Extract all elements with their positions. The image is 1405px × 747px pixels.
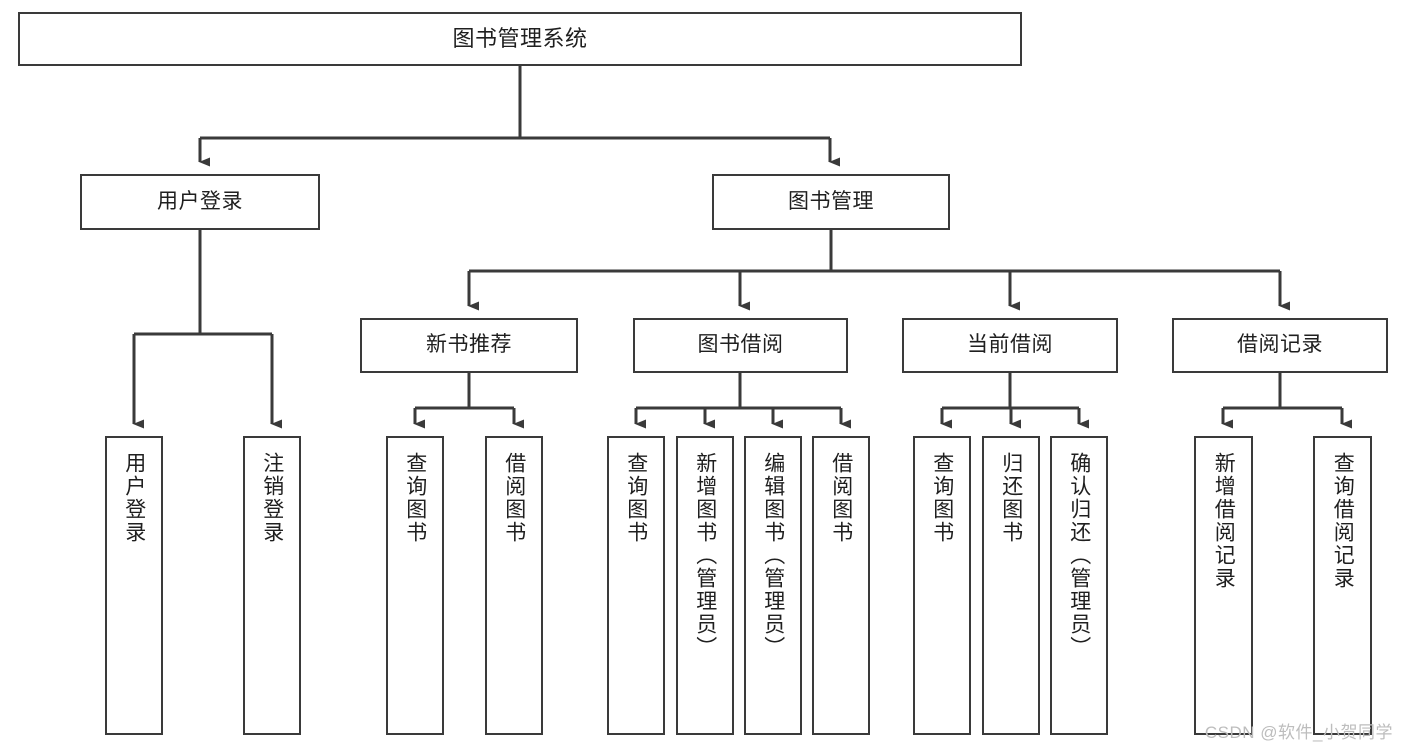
node-label: 新增图书（管理员） <box>693 452 717 659</box>
node-label: 借阅图书 <box>502 452 526 544</box>
node-leaf-query-borrow-record[interactable]: 查询借阅记录 <box>1313 436 1372 735</box>
node-label: 查询图书 <box>624 452 648 544</box>
node-label: 新书推荐 <box>426 333 512 357</box>
node-label: 注销登录 <box>260 452 284 544</box>
node-leaf-edit-book-admin[interactable]: 编辑图书（管理员） <box>744 436 802 735</box>
node-label: 归还图书 <box>999 452 1023 544</box>
node-label: 查询借阅记录 <box>1331 452 1355 590</box>
node-label: 用户登录 <box>157 189 243 213</box>
node-label: 图书借阅 <box>697 333 784 357</box>
node-label: 编辑图书（管理员） <box>761 452 785 659</box>
watermark: CSDN @软件_小贺同学 <box>1204 723 1393 742</box>
node-label: 新增借阅记录 <box>1212 452 1236 590</box>
node-book-management-system[interactable]: 图书管理系统 <box>18 12 1022 66</box>
node-borrowing-record[interactable]: 借阅记录 <box>1172 318 1388 373</box>
node-leaf-confirm-return-admin[interactable]: 确认归还（管理员） <box>1050 436 1108 735</box>
node-user-login[interactable]: 用户登录 <box>80 174 320 230</box>
node-leaf-return-book[interactable]: 归还图书 <box>982 436 1040 735</box>
node-label: 借阅图书 <box>829 452 853 544</box>
node-label: 当前借阅 <box>967 333 1053 357</box>
node-leaf-borrow-book-new[interactable]: 借阅图书 <box>485 436 543 735</box>
node-leaf-add-book-admin[interactable]: 新增图书（管理员） <box>676 436 734 735</box>
node-label: 图书管理 <box>788 189 874 213</box>
node-leaf-borrow-book[interactable]: 借阅图书 <box>812 436 870 735</box>
node-leaf-user-login[interactable]: 用户登录 <box>105 436 163 735</box>
node-label: 查询图书 <box>403 452 427 544</box>
node-new-book-recommendation[interactable]: 新书推荐 <box>360 318 578 373</box>
node-label: 借阅记录 <box>1237 333 1323 357</box>
node-label: 图书管理系统 <box>452 26 588 52</box>
node-current-borrowing[interactable]: 当前借阅 <box>902 318 1118 373</box>
node-book-management[interactable]: 图书管理 <box>712 174 950 230</box>
node-leaf-add-borrow-record[interactable]: 新增借阅记录 <box>1194 436 1253 735</box>
node-label: 用户登录 <box>122 452 146 544</box>
node-leaf-query-book-current[interactable]: 查询图书 <box>913 436 971 735</box>
node-label: 确认归还（管理员） <box>1067 452 1091 659</box>
node-leaf-logout[interactable]: 注销登录 <box>243 436 301 735</box>
node-book-borrowing[interactable]: 图书借阅 <box>633 318 848 373</box>
node-leaf-query-book-borrow[interactable]: 查询图书 <box>607 436 665 735</box>
node-label: 查询图书 <box>930 452 954 544</box>
node-leaf-query-book-new[interactable]: 查询图书 <box>386 436 444 735</box>
